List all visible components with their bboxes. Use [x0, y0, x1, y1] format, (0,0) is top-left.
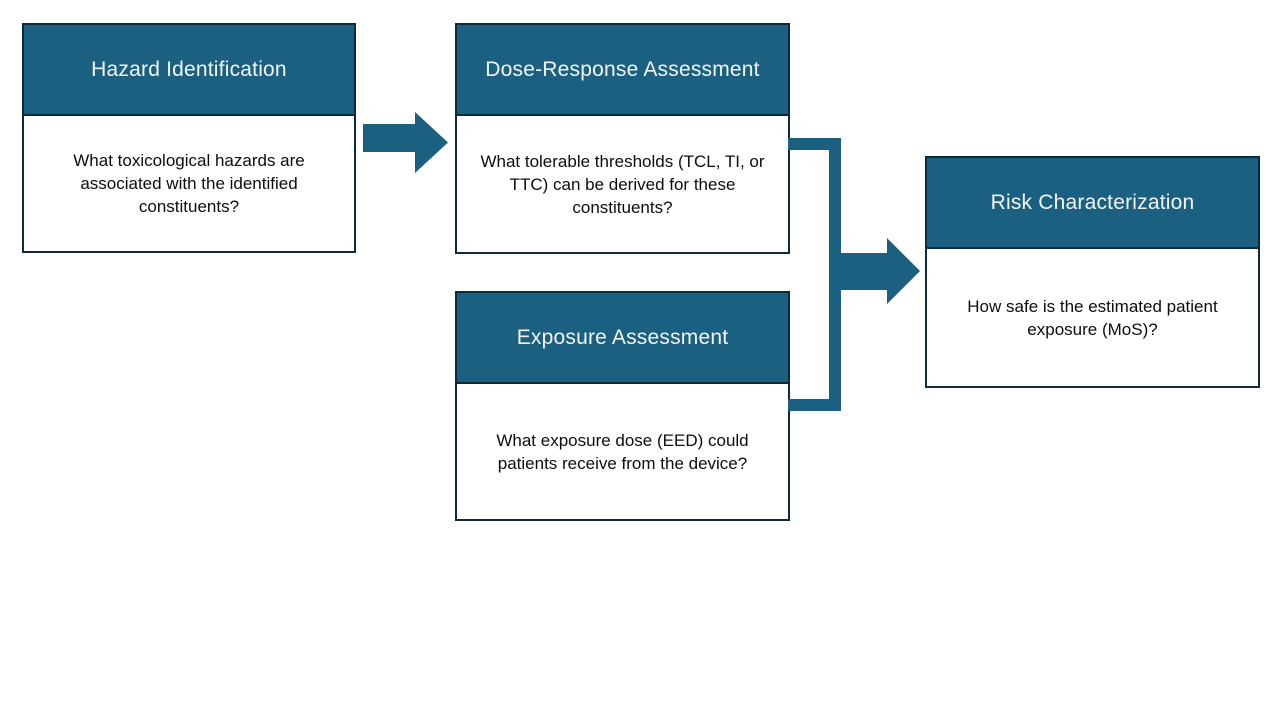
box-dose-response-assessment-body: What tolerable thresholds (TCL, TI, or T… [457, 116, 788, 252]
box-exposure-assessment-body: What exposure dose (EED) could patients … [457, 384, 788, 519]
box-dose-response-assessment: Dose-Response Assessment What tolerable … [455, 23, 790, 254]
bracket-arrow-right-icon [830, 238, 920, 304]
box-risk-characterization-body: How safe is the estimated patient exposu… [927, 249, 1258, 386]
box-hazard-identification-body: What toxicological hazards are associate… [24, 116, 354, 251]
box-dose-response-assessment-question: What tolerable thresholds (TCL, TI, or T… [480, 151, 765, 217]
flow-arrow-right-icon [363, 112, 448, 173]
box-hazard-identification-header: Hazard Identification [24, 25, 354, 116]
box-exposure-assessment: Exposure Assessment What exposure dose (… [455, 291, 790, 521]
box-dose-response-assessment-header: Dose-Response Assessment [457, 25, 788, 116]
box-dose-response-assessment-title: Dose-Response Assessment [485, 57, 760, 81]
box-hazard-identification-title: Hazard Identification [91, 57, 287, 81]
box-exposure-assessment-question: What exposure dose (EED) could patients … [496, 430, 749, 473]
box-exposure-assessment-header: Exposure Assessment [457, 293, 788, 384]
box-risk-characterization: Risk Characterization How safe is the es… [925, 156, 1260, 388]
connector-bracket-top-segment [788, 138, 841, 150]
connector-bracket-bottom-segment [788, 399, 841, 411]
box-hazard-identification-question: What toxicological hazards are associate… [73, 151, 305, 216]
box-exposure-assessment-title: Exposure Assessment [516, 325, 729, 349]
box-hazard-identification: Hazard Identification What toxicological… [22, 23, 356, 253]
box-risk-characterization-question: How safe is the estimated patient exposu… [967, 296, 1218, 339]
box-risk-characterization-header: Risk Characterization [927, 158, 1258, 249]
box-risk-characterization-title: Risk Characterization [990, 190, 1195, 214]
